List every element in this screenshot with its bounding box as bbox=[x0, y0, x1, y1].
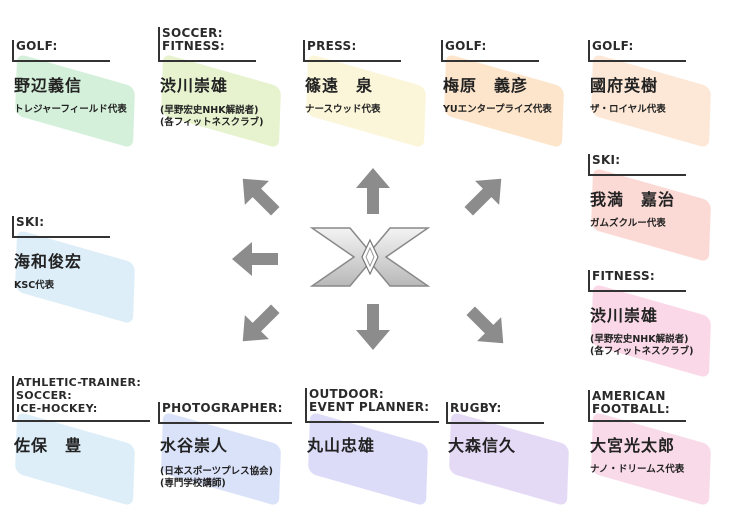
card-swatch bbox=[590, 53, 712, 149]
card-category: GOLF: bbox=[588, 40, 686, 62]
card-person-name: 大森信久 bbox=[448, 436, 517, 455]
card-swatch bbox=[443, 53, 565, 149]
card-swatch bbox=[448, 411, 570, 507]
card-category: AMERICAN FOOTBALL: bbox=[588, 390, 686, 422]
arrow-down-left-icon bbox=[232, 298, 286, 352]
card-category: SKI: bbox=[12, 216, 110, 238]
card-description: ガムズクルー代表 bbox=[590, 218, 666, 229]
card-category: RUGBY: bbox=[446, 402, 544, 424]
card-category: GOLF: bbox=[441, 40, 539, 62]
card-category: OUTDOOR: EVENT PLANNER: bbox=[305, 388, 439, 423]
card-person-name: 篠遠 泉 bbox=[305, 76, 374, 95]
card-swatch bbox=[14, 53, 136, 149]
arrow-down-icon bbox=[346, 300, 400, 354]
card-person-name: 野辺義信 bbox=[14, 76, 83, 95]
card-description: ナノ・ドリームス代表 bbox=[590, 464, 685, 475]
card-description: (日本スポーツプレス協会) (専門学校講師) bbox=[160, 466, 273, 489]
card-category: SOCCER: FITNESS: bbox=[158, 27, 256, 62]
card-category: ATHLETIC-TRAINER: SOCCER: ICE-HOCKEY: bbox=[12, 376, 150, 422]
center-logo-icon bbox=[309, 222, 431, 292]
card-person-name: 海和俊宏 bbox=[14, 252, 83, 271]
card-swatch bbox=[590, 411, 712, 507]
card-description: YUエンタープライズ代表 bbox=[443, 104, 552, 115]
card-swatch bbox=[307, 411, 429, 507]
card-swatch bbox=[305, 53, 427, 149]
card-description: KSC代表 bbox=[14, 280, 55, 291]
card-category: GOLF: bbox=[12, 40, 110, 62]
arrow-up-right-icon bbox=[458, 168, 512, 222]
card-person-name: 大宮光太郎 bbox=[590, 436, 676, 455]
card-description: (早野宏史NHK解説者) (各フィットネスクラブ) bbox=[160, 105, 264, 128]
card-person-name: 渋川崇雄 bbox=[160, 76, 229, 95]
card-person-name: 丸山忠雄 bbox=[307, 436, 376, 455]
card-person-name: 我満 嘉治 bbox=[590, 190, 676, 209]
card-swatch bbox=[14, 229, 136, 325]
arrow-left-icon bbox=[228, 232, 282, 286]
card-person-name: 梅原 義彦 bbox=[443, 76, 529, 95]
card-person-name: 佐保 豊 bbox=[14, 436, 83, 455]
card-swatch bbox=[160, 53, 282, 149]
card-person-name: 水谷崇人 bbox=[160, 436, 229, 455]
card-person-name: 渋川崇雄 bbox=[590, 306, 659, 325]
arrow-up-icon bbox=[346, 164, 400, 218]
arrow-down-right-icon bbox=[460, 300, 514, 354]
card-category: SKI: bbox=[588, 154, 686, 176]
card-swatch bbox=[14, 411, 136, 507]
card-person-name: 國府英樹 bbox=[590, 76, 659, 95]
card-category: PHOTOGRAPHER: bbox=[158, 402, 292, 424]
card-description: トレジャーフィールド代表 bbox=[14, 104, 127, 115]
card-swatch bbox=[590, 167, 712, 263]
card-description: ザ・ロイヤル代表 bbox=[590, 104, 666, 115]
arrow-up-left-icon bbox=[232, 168, 286, 222]
card-category: FITNESS: bbox=[588, 270, 686, 292]
card-swatch bbox=[160, 411, 282, 507]
card-description: (早野宏史NHK解説者) (各フィットネスクラブ) bbox=[590, 334, 694, 357]
card-swatch bbox=[590, 283, 712, 379]
card-description: ナースウッド代表 bbox=[305, 104, 381, 115]
card-category: PRESS: bbox=[303, 40, 401, 62]
